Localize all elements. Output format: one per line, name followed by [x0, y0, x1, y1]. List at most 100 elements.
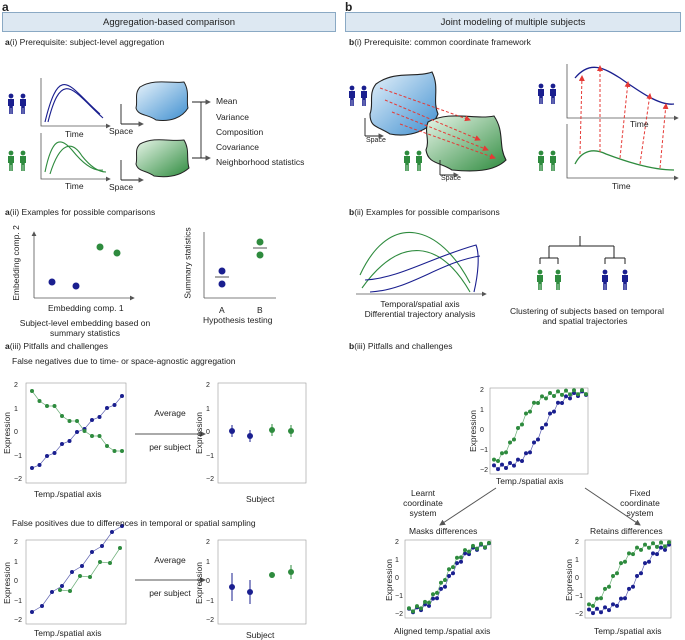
label-space-b2: Space	[441, 175, 461, 182]
label-time-a1: Time	[65, 129, 84, 139]
caption-hypothesis: Hypothesis testing	[203, 315, 273, 325]
a-fp2-tick-0: 2	[206, 539, 210, 546]
bl-green-point-5	[427, 600, 431, 605]
bt-green-point-9	[528, 409, 532, 414]
fn-blue-point-4	[60, 442, 64, 446]
avg-label-1b: per subject	[149, 442, 191, 452]
bt-blue-point-13	[544, 422, 548, 427]
bt-green-point-4	[508, 440, 512, 445]
xtick-A: A	[219, 305, 225, 315]
fn-green-point-12	[120, 449, 124, 453]
bt-blue-point-12	[540, 426, 544, 430]
a-fp2-tick-2: 0	[206, 578, 210, 585]
stat-covariance: Covariance	[216, 142, 259, 152]
fn-avg-3	[288, 428, 294, 434]
bt-blue-point-17	[560, 401, 564, 406]
person-icons-blue-b	[349, 85, 367, 106]
fn-blue-point-1	[37, 463, 42, 467]
bt-green-point-13	[544, 396, 548, 401]
bt-green-point-2	[500, 451, 504, 456]
fn-green-point-8	[90, 434, 94, 438]
bl-blue-point-6	[431, 596, 435, 601]
br-blue-point-7	[615, 603, 619, 608]
title-a-i-text: (i) Prerequisite: subject-level aggregat…	[9, 37, 165, 47]
a-fp1-tick-3: −1	[14, 597, 22, 605]
b-top-tick-1: 1	[480, 407, 484, 414]
header-aggregation-text: Aggregation-based comparison	[102, 16, 236, 28]
fp-blue-point-5	[80, 564, 84, 568]
learnt-2: coordinate	[403, 498, 443, 508]
fp-green-point-3	[88, 575, 92, 579]
b-l-tick-1: 1	[395, 557, 399, 564]
ylabel-embedding: Embedding comp. 2	[10, 225, 21, 301]
fixed-2: coordinate	[620, 498, 660, 508]
bt-green-point-17	[560, 392, 564, 397]
a-fn2-tick-0: 2	[206, 382, 210, 389]
bl-green-point-8	[439, 580, 443, 585]
fp-blue-point-6	[90, 550, 94, 554]
fn-green-point-6	[75, 419, 79, 423]
fn-green-point-7	[82, 429, 87, 433]
bl-blue-point-5	[427, 603, 431, 608]
bl-green-point-6	[431, 592, 435, 597]
fp-blue-point-2	[50, 590, 54, 594]
xlabel-b-l: Aligned temp./spatial axis	[394, 626, 491, 636]
br-blue-point-19	[663, 547, 667, 552]
fp-green-point-2	[78, 574, 82, 578]
br-blue-point-18	[659, 545, 663, 550]
br-green-point-12	[635, 545, 639, 550]
caption-embedding: Subject-level embedding based on summary…	[19, 318, 151, 338]
bl-blue-point-12	[455, 561, 459, 566]
fn-green-point-5	[67, 419, 72, 423]
br-green-point-1	[591, 603, 595, 608]
fn-green-point-2	[45, 404, 49, 408]
bl-green-point-13	[459, 555, 463, 560]
bt-blue-point-16	[556, 400, 560, 405]
fn-green-point-11	[112, 449, 117, 453]
bt-green-point-16	[556, 389, 560, 394]
fn-avg-0	[229, 428, 235, 434]
title-a-iii: a(iii) Pitfalls and challenges	[5, 341, 108, 351]
b-r-tick-4: −2	[575, 611, 583, 618]
b-top-tick-2: 0	[480, 427, 484, 434]
bt-green-point-0	[492, 457, 496, 462]
fn-blue-point-2	[45, 454, 49, 458]
a-fn1-tick-1: 1	[14, 405, 18, 413]
tag-a-i: a	[5, 37, 10, 47]
b-l-tick-4: −2	[395, 611, 403, 618]
person-icons-green-b2	[538, 150, 556, 171]
br-blue-point-0	[587, 607, 591, 612]
b-r-tick-0: 2	[575, 539, 579, 546]
br-blue-point-5	[607, 608, 611, 613]
b-top-tick-4: −2	[480, 467, 488, 474]
header-aggregation: Aggregation-based comparison	[2, 12, 336, 32]
xtick-B: B	[257, 305, 263, 315]
fp-blue-point-8	[110, 530, 114, 534]
br-blue-point-3	[599, 610, 603, 615]
a-fp2-tick-1: 1	[206, 558, 210, 566]
bt-green-point-15	[552, 394, 556, 399]
a-fp2-tick-3: −1	[206, 597, 214, 605]
title-a-i: a(i) Prerequisite: subject-level aggrega…	[5, 37, 164, 47]
a-fn2-tick-4: −2	[206, 476, 214, 483]
br-green-point-7	[615, 571, 619, 576]
br-green-point-3	[599, 596, 603, 601]
bl-green-point-0	[407, 606, 411, 611]
fn-green-point-9	[97, 434, 102, 438]
br-green-point-10	[627, 551, 631, 556]
fp-blue-point-1	[40, 604, 44, 608]
br-blue-point-17	[655, 552, 659, 557]
bt-green-point-18	[564, 388, 568, 393]
br-blue-point-8	[619, 596, 623, 601]
fp-blue-line	[31, 525, 123, 613]
fn-blue-point-12	[120, 394, 124, 398]
bl-green-point-18	[479, 541, 483, 546]
br-green-point-18	[659, 540, 663, 545]
br-green-point-11	[631, 552, 635, 557]
bl-green-point-20	[487, 540, 491, 545]
br-blue-point-14	[643, 561, 647, 566]
a-fn2-tick-2: 0	[206, 429, 210, 436]
fp-green-point-6	[118, 546, 122, 550]
avg-label-1: Average	[154, 408, 186, 418]
